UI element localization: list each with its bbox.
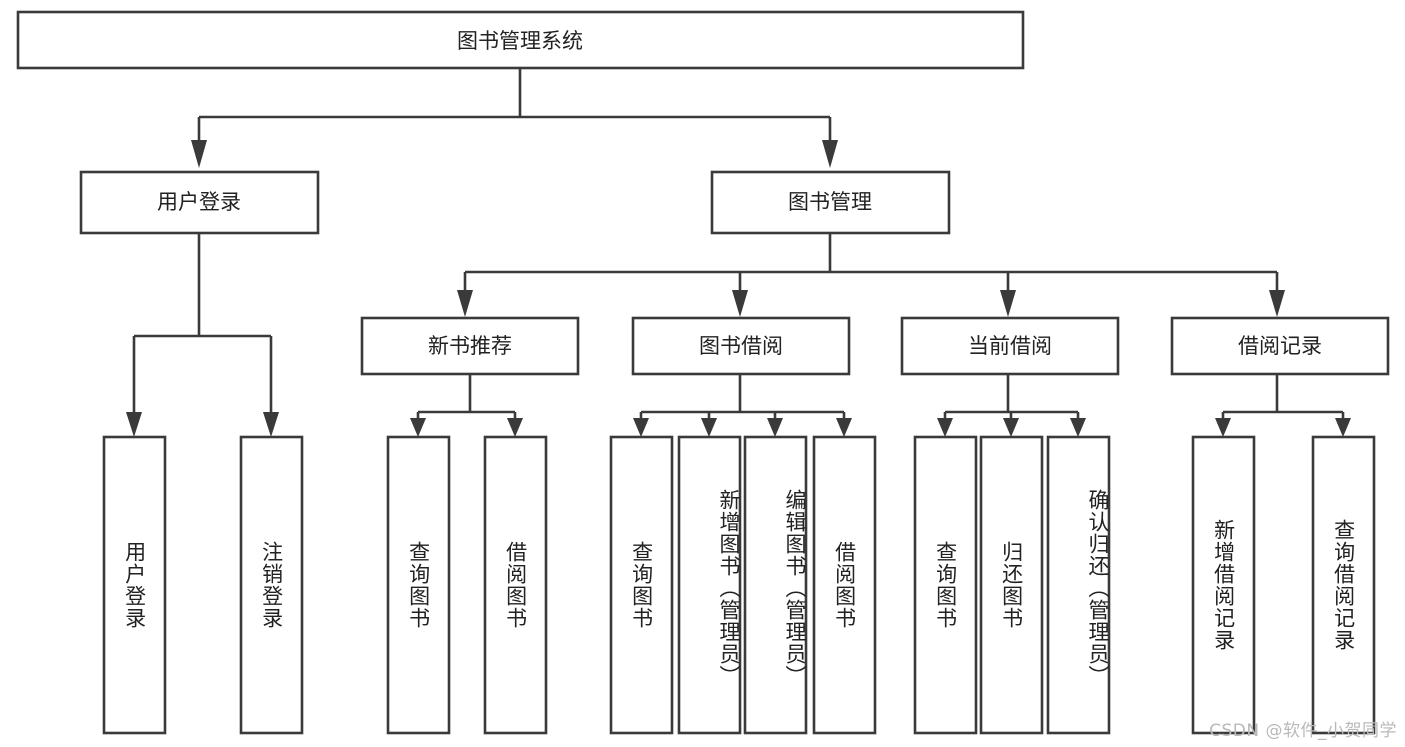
- connector-newbook-to-leaves: [410, 374, 523, 437]
- leaf-bookborrow-add[interactable]: [677, 435, 742, 735]
- leaf-currentborrow-return[interactable]: [979, 435, 1044, 735]
- node-user-login[interactable]: [79, 170, 320, 235]
- node-borrow-record-label: 借阅记录: [1238, 334, 1322, 358]
- node-borrow-record[interactable]: [1170, 316, 1390, 376]
- connector-bookmgmt-to-level3: [457, 233, 1285, 317]
- node-root-label: 图书管理系统: [457, 29, 583, 53]
- leaf-borrowrecord-add[interactable]: [1191, 435, 1256, 735]
- leaf-newbook-borrow[interactable]: [483, 435, 548, 735]
- connector-root-to-level2: [191, 68, 838, 168]
- node-user-login-label: 用户登录: [157, 190, 241, 214]
- node-book-borrow[interactable]: [631, 316, 851, 376]
- node-new-book-recommend-label: 新书推荐: [428, 334, 512, 358]
- leaf-user-login-login[interactable]: [102, 435, 167, 735]
- connector-borrowrecord-to-leaves: [1215, 374, 1351, 437]
- leaf-newbook-query[interactable]: [386, 435, 451, 735]
- leaf-currentborrow-query[interactable]: [913, 435, 978, 735]
- leaf-currentborrow-confirm[interactable]: [1046, 435, 1111, 735]
- leaf-bookborrow-query[interactable]: [609, 435, 674, 735]
- node-current-borrow[interactable]: [900, 316, 1120, 376]
- leaf-user-login-logout[interactable]: [239, 435, 304, 735]
- connector-currentborrow-to-leaves: [937, 374, 1086, 437]
- node-new-book-recommend[interactable]: [360, 316, 580, 376]
- watermark: CSDN @软件_小贺同学: [1209, 721, 1397, 741]
- connector-userlogin-to-leaves: [126, 233, 279, 437]
- leaf-bookborrow-edit[interactable]: [743, 435, 808, 735]
- node-book-borrow-label: 图书借阅: [699, 334, 783, 358]
- node-current-borrow-label: 当前借阅: [968, 334, 1052, 358]
- leaf-borrowrecord-query[interactable]: [1311, 435, 1376, 735]
- node-root[interactable]: [16, 10, 1025, 70]
- node-book-management[interactable]: [710, 170, 951, 235]
- connector-bookborrow-to-leaves: [633, 374, 852, 437]
- node-book-management-label: 图书管理: [788, 190, 872, 214]
- leaf-bookborrow-borrow[interactable]: [812, 435, 877, 735]
